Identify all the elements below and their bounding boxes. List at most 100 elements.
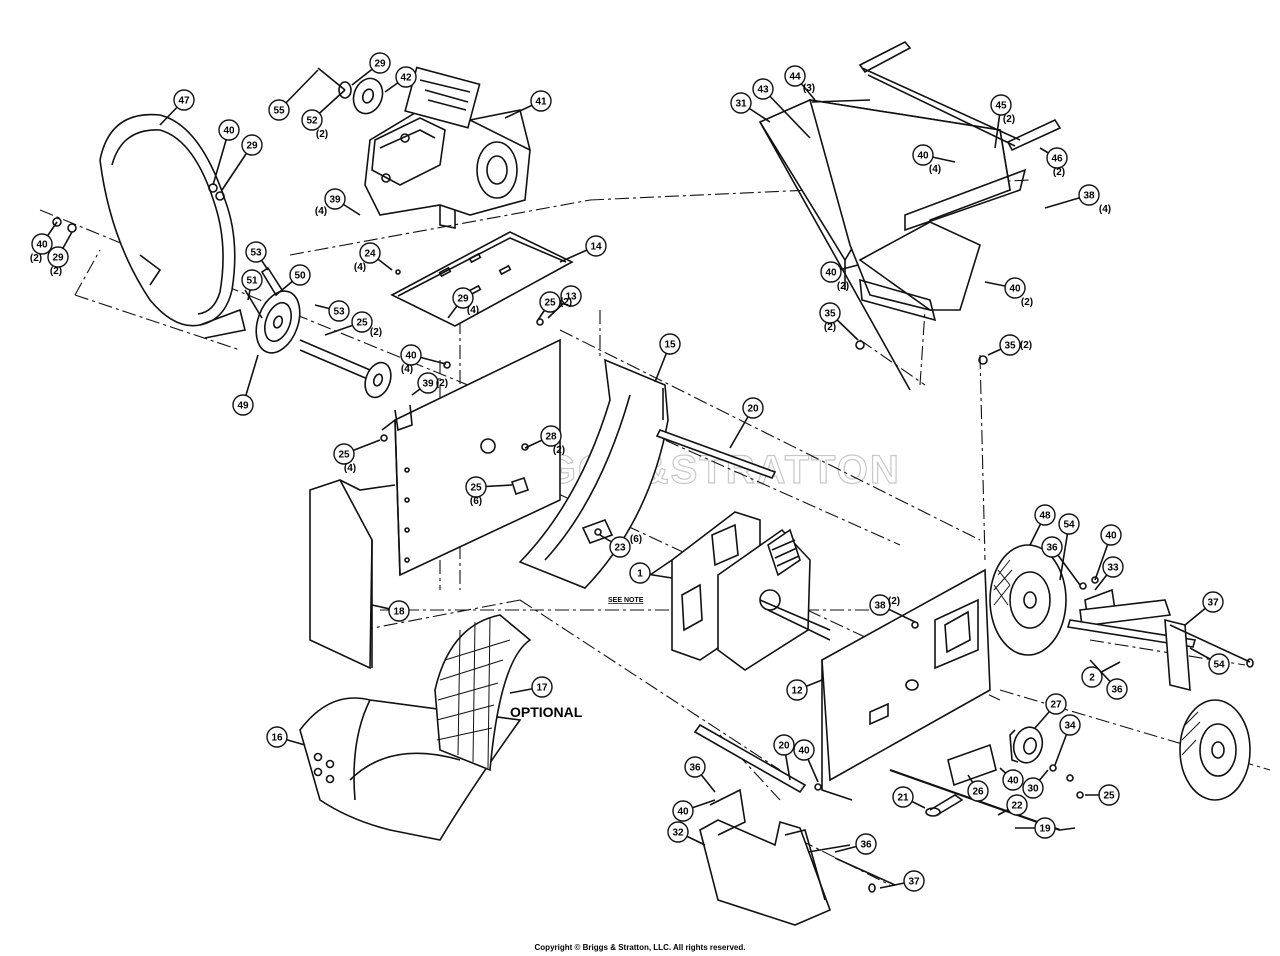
hopper-handles <box>858 40 1062 152</box>
callout-number: 16 <box>271 733 283 744</box>
callout-number: 40 <box>917 151 929 162</box>
callout-bubble <box>351 311 373 333</box>
part-callout-24: 24(4) <box>354 242 381 273</box>
callout-number: 40 <box>223 126 235 137</box>
part-callout-51: 51 <box>241 269 263 291</box>
lower-rod <box>693 723 807 794</box>
callout-number: 48 <box>1039 511 1051 522</box>
callout-quantity: (2) <box>553 445 565 456</box>
callout-number: 53 <box>250 248 262 259</box>
callout-number: 25 <box>1103 791 1115 802</box>
part-callout-29: 29(2) <box>47 246 69 277</box>
optional-screen-cage <box>434 614 532 772</box>
callout-number: 45 <box>995 101 1007 112</box>
callout-number: 15 <box>664 340 676 351</box>
callout-number: 39 <box>422 379 434 390</box>
callout-number: 42 <box>400 73 412 84</box>
callout-quantity: (6) <box>630 534 642 545</box>
callout-leader-line <box>762 88 811 139</box>
part-callout-22: 22 <box>1006 794 1028 816</box>
callout-number: 35 <box>824 309 836 320</box>
part-callout-25: 25(2) <box>539 291 572 313</box>
part-callout-15: 15 <box>659 333 681 355</box>
callout-number: 21 <box>897 793 909 804</box>
part-callout-54: 54 <box>1058 513 1080 535</box>
part-callout-53: 53 <box>328 300 350 322</box>
curved-screen <box>518 358 669 589</box>
callout-bubble <box>241 269 263 291</box>
callout-bubble <box>793 739 815 761</box>
part-callout-50: 50 <box>289 264 311 286</box>
callout-number: 40 <box>677 807 689 818</box>
callout-number: 41 <box>535 97 547 108</box>
callout-bubble <box>417 372 439 394</box>
callout-bubble <box>999 334 1021 356</box>
callout-number: 35 <box>1004 341 1016 352</box>
part-callout-40: 40(4) <box>400 344 422 375</box>
part-callout-29: 29 <box>369 52 391 74</box>
callout-bubble <box>585 235 607 257</box>
callout-quantity: (2) <box>30 253 42 264</box>
callout-bubble <box>1006 794 1028 816</box>
part-callout-55: 55 <box>268 99 290 121</box>
callout-bubble <box>531 676 553 698</box>
callout-bubble <box>1102 556 1124 578</box>
part-callout-54: 54 <box>1208 653 1230 675</box>
callout-number: 50 <box>294 271 306 282</box>
part-callout-29: 29(4) <box>452 287 479 316</box>
engine-mount-plate <box>390 231 574 327</box>
part-callout-21: 21 <box>892 786 914 808</box>
callout-bubble <box>465 476 487 498</box>
callout-bubble <box>1041 536 1063 558</box>
callout-bubble <box>1045 693 1067 715</box>
part-callout-25: 25(2) <box>351 311 382 338</box>
callout-number: 29 <box>457 294 469 305</box>
part-callout-31: 31 <box>730 92 752 114</box>
part-callout-12: 12 <box>786 679 808 701</box>
part-callout-46: 46(2) <box>1046 147 1068 178</box>
callout-quantity: (2) <box>837 281 849 292</box>
carriage-bolt <box>510 476 530 496</box>
callout-bubble <box>1059 714 1081 736</box>
callout-quantity: (2) <box>560 297 572 308</box>
callout-number: 54 <box>1063 520 1075 531</box>
starter-cup <box>317 67 384 115</box>
callout-bubble <box>1106 678 1128 700</box>
engine <box>364 66 531 229</box>
callout-bubble <box>892 786 914 808</box>
see-note-label: SEE NOTE <box>608 597 644 604</box>
part-callout-44: 44(3) <box>784 65 815 94</box>
part-callout-40: 40 <box>672 800 694 822</box>
callout-number: 37 <box>908 877 920 888</box>
callout-bubble <box>609 536 631 558</box>
callout-number: 37 <box>1207 598 1219 609</box>
callout-number: 40 <box>405 351 417 362</box>
callout-bubble <box>289 264 311 286</box>
callout-number: 44 <box>789 72 801 83</box>
callout-quantity: (2) <box>824 322 836 333</box>
part-callout-17: 17 <box>531 676 553 698</box>
part-callout-48: 48 <box>1034 504 1056 526</box>
part-callout-32: 32 <box>667 821 689 843</box>
part-callout-33: 33 <box>1102 556 1124 578</box>
callout-bubble <box>530 90 552 112</box>
callout-number: 38 <box>874 601 886 612</box>
wheel-bracket <box>1079 588 1172 627</box>
part-callout-27: 27 <box>1045 693 1067 715</box>
callout-number: 40 <box>1007 776 1019 787</box>
callout-number: 39 <box>329 195 341 206</box>
callout-number: 49 <box>237 401 249 412</box>
part-callout-40: 40(2) <box>820 261 849 292</box>
callout-bubble <box>659 333 681 355</box>
part-callout-35: 35(2) <box>819 302 841 333</box>
callout-bubble <box>684 756 706 778</box>
rotor-assembly <box>649 511 831 671</box>
callout-number: 25 <box>470 483 482 494</box>
callout-bubble <box>773 734 795 756</box>
part-callout-40: 40 <box>1002 769 1024 791</box>
housing-front-panel <box>821 568 991 801</box>
callout-quantity: (6) <box>470 496 482 507</box>
part-callout-26: 26 <box>967 780 989 802</box>
part-callout-29: 29 <box>241 134 263 156</box>
callout-bubble <box>369 52 391 74</box>
